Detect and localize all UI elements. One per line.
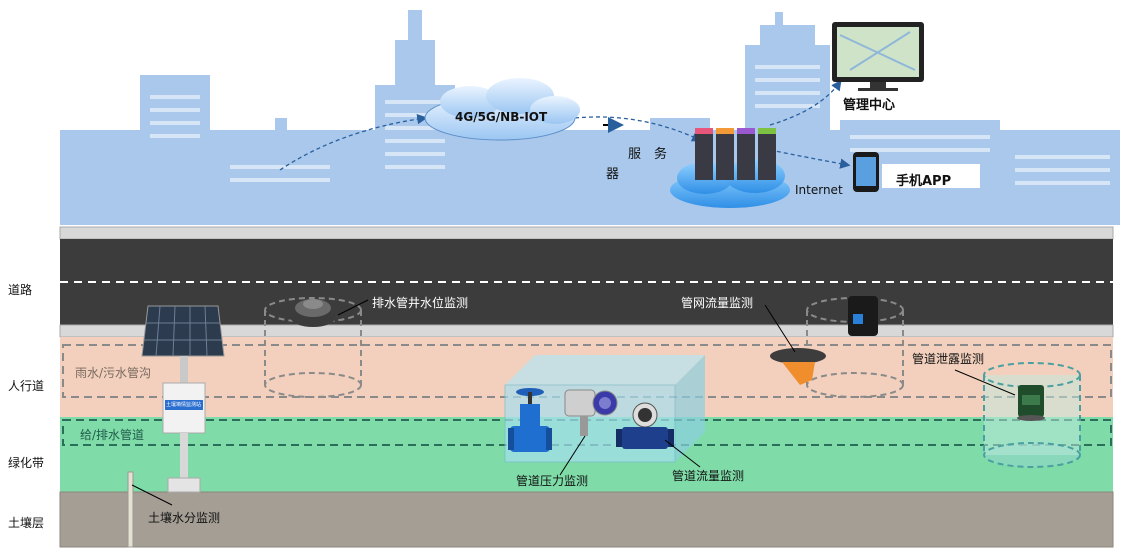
water-supply-label: 给/排水管道 xyxy=(80,428,145,442)
manhole-shaft-left xyxy=(264,297,362,398)
mobile-app-label: 手机APP xyxy=(896,174,952,189)
pipe-pressure-label: 管道压力监测 xyxy=(516,474,589,488)
rain-sewage-label: 雨水/污水管沟 xyxy=(75,366,152,380)
pipe-flow-label: 管道流量监测 xyxy=(672,469,745,483)
mobile-app-label-box xyxy=(882,164,980,188)
pipe-network-flow-sensor-icon xyxy=(770,296,878,385)
soil-moisture-label: 土壤水分监测 xyxy=(148,511,221,525)
rain-sewage-trench xyxy=(62,344,1112,398)
internet-label: Internet xyxy=(795,183,843,197)
pipe-network-flow-label: 管网流量监测 xyxy=(681,296,754,310)
server-label-line1: 服 务 xyxy=(628,147,668,162)
leader-line xyxy=(764,304,796,353)
soil-station-icon xyxy=(141,305,225,493)
cellular-network-label: 4G/5G/NB-IOT xyxy=(455,110,548,124)
zone-label-road: 道路 xyxy=(8,283,33,297)
leader-line xyxy=(337,299,369,316)
leader-line xyxy=(131,484,173,506)
leader-line xyxy=(559,435,586,476)
server-icon xyxy=(670,128,790,208)
station-sign-label: 土壤墒情监测站 xyxy=(166,402,202,408)
leak-sensor-icon xyxy=(1017,385,1045,421)
zone-label-sidewalk: 人行道 xyxy=(8,379,45,393)
server-label-line2: 器 xyxy=(606,167,620,182)
zone-label-soil: 土壤层 xyxy=(8,516,45,530)
soil-probe-icon xyxy=(127,471,134,548)
zone-label-green-belt: 绿化带 xyxy=(8,456,45,470)
gate-valve-icon xyxy=(508,388,552,452)
leader-line xyxy=(664,439,701,468)
building-windows xyxy=(150,65,1110,185)
leader-line xyxy=(954,369,1016,396)
monitor-icon xyxy=(832,22,924,91)
water-level-sensor-icon xyxy=(291,299,335,327)
management-center-label: 管理中心 xyxy=(843,98,896,113)
pressure-sensor-icon xyxy=(564,389,618,436)
manhole-level-label: 排水管井水位监测 xyxy=(372,296,469,310)
cellular-cloud-icon xyxy=(424,78,580,141)
data-flow-arrows xyxy=(279,79,851,171)
soil-band xyxy=(59,491,1114,548)
pipe-leak-label: 管道泄露监测 xyxy=(912,352,985,366)
phone-icon xyxy=(853,152,879,192)
flow-meter-icon xyxy=(616,402,674,449)
